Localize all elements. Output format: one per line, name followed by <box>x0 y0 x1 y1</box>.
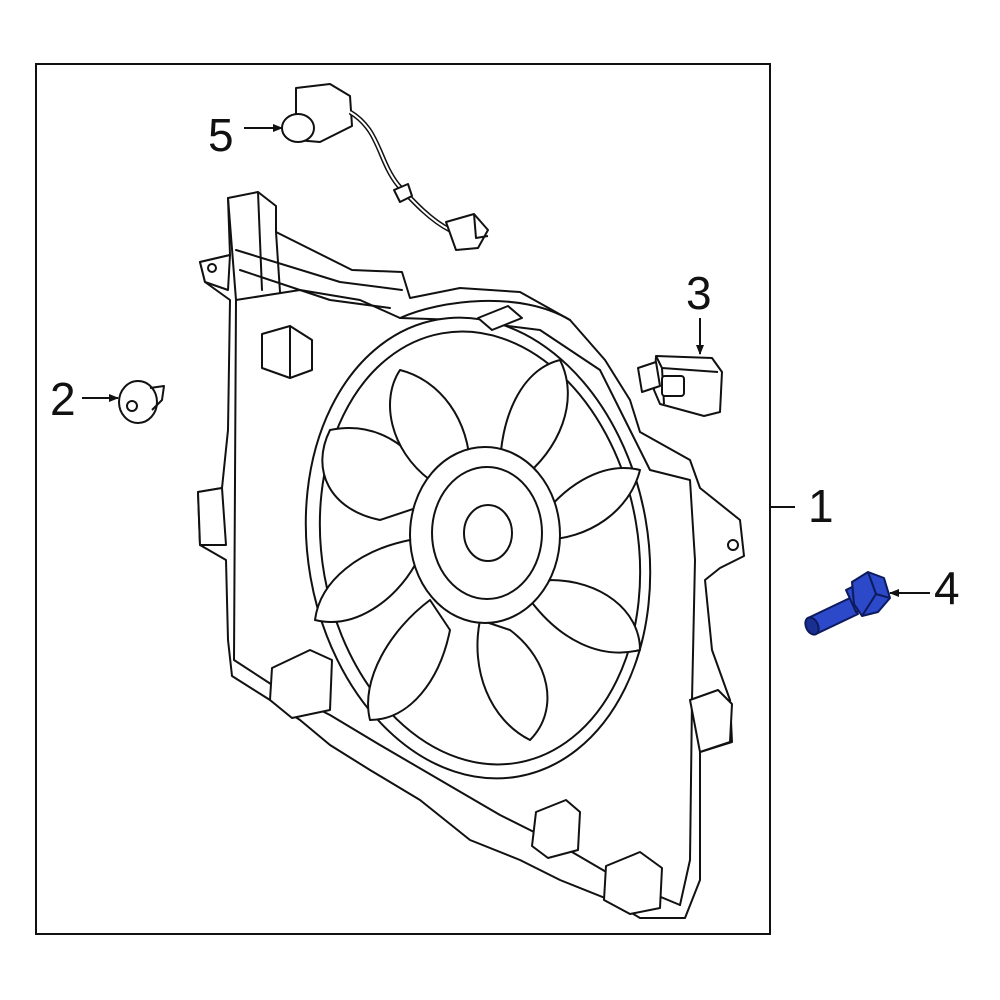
wire-harness-icon <box>281 83 489 251</box>
callout-1: 1 <box>808 480 834 532</box>
flange-bolt-icon <box>804 571 891 636</box>
assembly-frame <box>35 63 771 935</box>
callout-4: 4 <box>934 562 960 614</box>
fan-shroud-assembly-icon <box>197 191 745 919</box>
retainer-clip-icon <box>637 355 723 417</box>
callout-5: 5 <box>208 109 234 161</box>
push-pin-clip-icon <box>118 380 165 424</box>
callout-3: 3 <box>686 267 712 319</box>
callout-2: 2 <box>50 373 76 425</box>
